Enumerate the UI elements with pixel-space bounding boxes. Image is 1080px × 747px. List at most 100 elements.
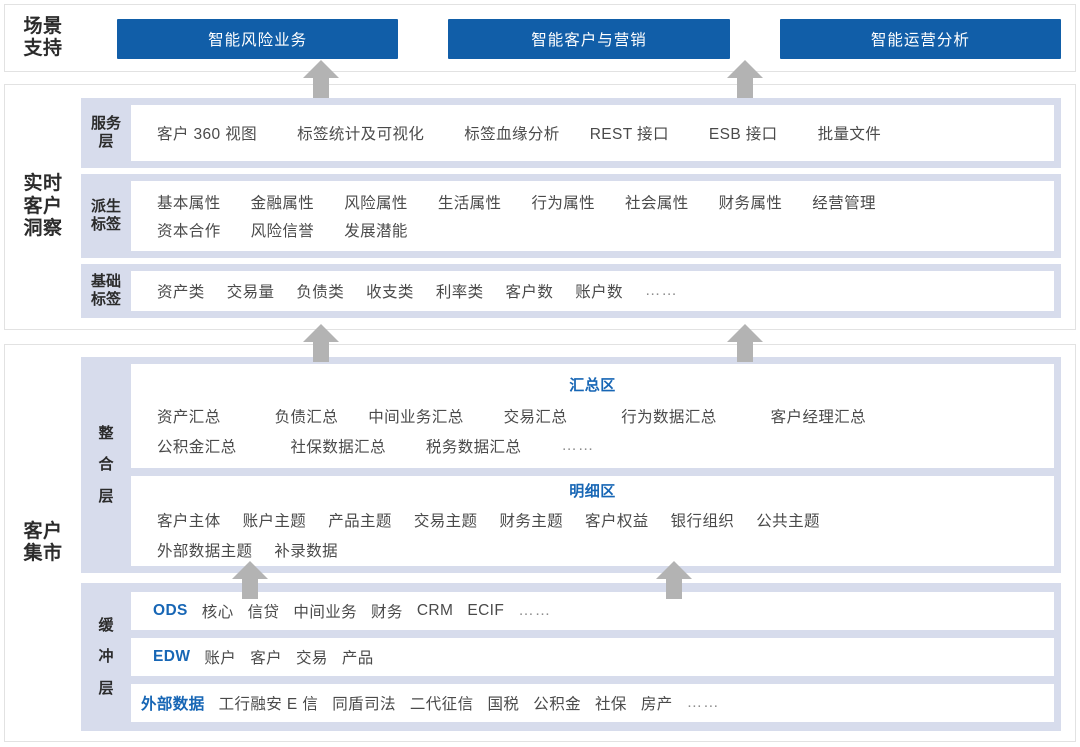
ods-item-ecif[interactable]: ECIF [467,602,505,619]
derived-tag-layer-body: 基本属性 金融属性 风险属性 生活属性 行为属性 社会属性 财务属性 经营管理 … [131,181,1054,251]
summary-zone-card: 汇总区 资产汇总 负债汇总 中间业务汇总 交易汇总 行为数据汇总 客户经理汇总 … [131,364,1054,468]
scene-support-section: 场景 支持 智能风险业务 智能客户与营销 智能运营分析 [4,4,1076,72]
detail-item-public-subject[interactable]: 公共主题 [756,512,820,530]
derived-tag-layer-label: 派生 标签 [90,198,121,233]
buffer-tag-edw[interactable]: EDW [153,648,191,665]
derived-item-social[interactable]: 社会属性 [625,195,689,212]
derived-item-basic[interactable]: 基本属性 [157,195,221,212]
base-tag-layer-body: 资产类 交易量 负债类 收支类 利率类 客户数 账户数 …… [131,271,1054,311]
customer-mart-section: 客户 集市 整 合 层 汇总区 资产汇总 负债汇总 中间业务汇总 交易汇总 行为… [4,344,1076,742]
buffer-tag-external-data[interactable]: 外部数据 [141,696,205,713]
detail-zone-card: 明细区 客户主体 账户主题 产品主题 交易主题 财务主题 客户权益 银行组织 [131,476,1054,566]
service-item-tag-stats-visual[interactable]: 标签统计及可视化 [297,126,425,143]
ods-item-core[interactable]: 核心 [201,604,234,621]
derived-item-finance[interactable]: 财务属性 [718,195,783,212]
derived-item-potential[interactable]: 发展潜能 [344,223,408,240]
buffer-row-ods: ODS 核心 信贷 中间业务 财务 CRM ECIF …… [131,592,1054,630]
ext-item-tongdun-judicial[interactable]: 同盾司法 [332,696,396,713]
summary-item-asset[interactable]: 资产汇总 [157,408,221,426]
summary-item-tax-data[interactable]: 税务数据汇总 [425,438,522,456]
base-tag-layer-label: 基础 标签 [90,273,121,308]
ext-item-real-estate[interactable]: 房产 [640,696,673,713]
buffer-layer-label: 缓 冲 层 [98,616,114,697]
detail-item-external-data-subject[interactable]: 外部数据主题 [157,542,253,560]
ext-item-social-security[interactable]: 社保 [595,696,627,713]
scene-button-row: 智能风险业务 智能客户与营销 智能运营分析 [117,19,1061,59]
base-item-asset[interactable]: 资产类 [157,284,205,301]
edw-item-transaction[interactable]: 交易 [296,650,328,667]
detail-zone-title: 明细区 [569,482,616,500]
summary-item-intermediary[interactable]: 中间业务汇总 [368,408,464,426]
base-item-interest-rate[interactable]: 利率类 [435,284,484,301]
base-item-ellipsis: …… [644,282,678,299]
service-item-esb-api[interactable]: ESB 接口 [708,126,778,143]
service-layer-label: 服务 层 [90,115,121,150]
summary-item-ellipsis: …… [561,436,595,454]
arrow-up-insight-to-scene-left [302,58,340,98]
detail-item-customer-equity[interactable]: 客户权益 [585,512,649,530]
detail-item-transaction-subject[interactable]: 交易主题 [413,512,478,530]
base-item-customer-count[interactable]: 客户数 [505,284,554,301]
arrow-up-buffer-to-integration-right [655,559,693,599]
ods-item-finance[interactable]: 财务 [371,604,403,621]
ext-item-national-tax[interactable]: 国税 [487,696,520,713]
base-item-income-expense[interactable]: 收支类 [366,284,414,301]
edw-item-product[interactable]: 产品 [341,650,374,667]
derived-item-risk-credit[interactable]: 风险信誉 [250,223,315,240]
integration-layer: 整 合 层 汇总区 资产汇总 负债汇总 中间业务汇总 交易汇总 行为数据汇总 客… [81,357,1061,573]
base-item-trade-volume[interactable]: 交易量 [226,284,275,301]
detail-item-finance-subject[interactable]: 财务主题 [499,512,564,530]
service-item-batch-file[interactable]: 批量文件 [817,126,882,143]
base-item-liability[interactable]: 负债类 [296,284,345,301]
detail-item-supplementary-data[interactable]: 补录数据 [274,542,339,560]
realtime-customer-insight-title: 实时 客户 洞察 [23,173,63,240]
arrow-up-insight-to-scene-right [726,58,764,98]
buffer-layer: 缓 冲 层 ODS 核心 信贷 中间业务 财务 CRM ECIF [81,583,1061,731]
integration-layer-stack: 汇总区 资产汇总 负债汇总 中间业务汇总 交易汇总 行为数据汇总 客户经理汇总 … [131,357,1061,573]
derived-tag-layer: 派生 标签 基本属性 金融属性 风险属性 生活属性 行为属性 社会属性 财务属性… [81,174,1061,258]
derived-item-life[interactable]: 生活属性 [437,195,502,212]
edw-item-account[interactable]: 账户 [204,650,237,667]
buffer-tag-ods[interactable]: ODS [153,602,188,619]
buffer-layer-stack: ODS 核心 信贷 中间业务 财务 CRM ECIF …… [131,583,1061,731]
summary-item-transaction[interactable]: 交易汇总 [503,408,568,426]
arrow-up-buffer-to-integration-left [231,559,269,599]
ext-item-second-gen-credit[interactable]: 二代征信 [409,696,474,713]
summary-item-housing-fund[interactable]: 公积金汇总 [157,438,237,456]
ext-item-ellipsis: …… [686,694,720,711]
ods-item-crm[interactable]: CRM [416,602,454,619]
edw-item-customer[interactable]: 客户 [250,650,282,667]
scene-button-operations-analysis[interactable]: 智能运营分析 [779,19,1061,59]
ext-item-icbc-rongan-exin[interactable]: 工行融安 E 信 [218,696,319,713]
summary-item-liability[interactable]: 负债汇总 [274,408,339,426]
detail-item-account-subject[interactable]: 账户主题 [242,512,307,530]
summary-item-social-security[interactable]: 社保数据汇总 [290,438,386,456]
service-item-rest-api[interactable]: REST 接口 [589,126,669,143]
summary-item-account-manager[interactable]: 客户经理汇总 [770,408,867,426]
summary-item-behavior-data[interactable]: 行为数据汇总 [621,408,717,426]
derived-item-financial[interactable]: 金融属性 [250,195,315,212]
arrow-up-mart-to-insight-right [726,322,764,362]
ext-item-housing-fund[interactable]: 公积金 [533,696,581,713]
ods-item-credit[interactable]: 信贷 [247,604,280,621]
service-layer-body: 客户 360 视图 标签统计及可视化 标签血缘分析 REST 接口 ESB 接口… [131,105,1054,161]
arrow-up-mart-to-insight-left [302,322,340,362]
service-item-tag-lineage[interactable]: 标签血缘分析 [464,126,560,143]
derived-item-operation[interactable]: 经营管理 [812,195,876,212]
derived-item-capital-coop[interactable]: 资本合作 [157,223,221,240]
service-item-customer360[interactable]: 客户 360 视图 [157,126,258,143]
buffer-row-edw: EDW 账户 客户 交易 产品 [131,638,1054,676]
summary-zone-title: 汇总区 [569,376,616,394]
detail-item-customer-entity[interactable]: 客户主体 [157,512,221,530]
integration-layer-label: 整 合 层 [98,424,114,505]
buffer-row-external-data: 外部数据 工行融安 E 信 同盾司法 二代征信 国税 公积金 社保 房产 [131,684,1054,722]
base-item-account-count[interactable]: 账户数 [575,284,623,301]
derived-item-behavior[interactable]: 行为属性 [531,195,596,212]
scene-button-risk[interactable]: 智能风险业务 [117,19,399,59]
detail-item-bank-org[interactable]: 银行组织 [670,512,735,530]
ods-item-intermediary-business[interactable]: 中间业务 [293,604,358,621]
detail-item-product-subject[interactable]: 产品主题 [328,512,392,530]
service-layer: 服务 层 客户 360 视图 标签统计及可视化 标签血缘分析 REST 接口 E… [81,98,1061,168]
scene-button-customer-marketing[interactable]: 智能客户与营销 [448,19,730,59]
derived-item-risk[interactable]: 风险属性 [344,195,408,212]
